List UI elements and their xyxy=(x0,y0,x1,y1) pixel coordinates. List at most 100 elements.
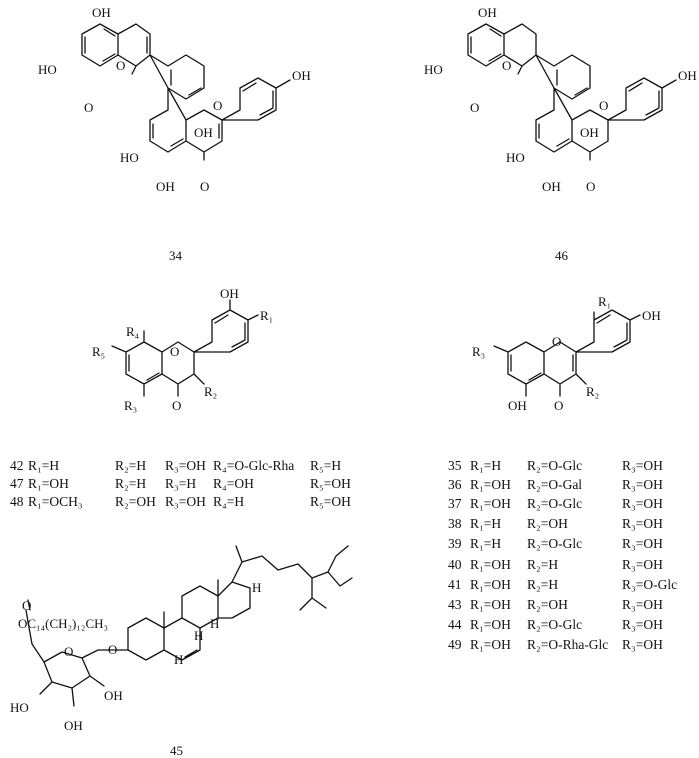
r2-value: R₂=H xyxy=(527,577,558,592)
table-row: 43 R₁=OH R₂=OH R₃=OH xyxy=(448,597,663,612)
r1-value: R₁=OH xyxy=(470,496,511,511)
r3-value: R₃=OH xyxy=(622,557,663,572)
r1-value: R₁=H xyxy=(28,458,59,473)
steroid-ring-b xyxy=(163,617,201,661)
r3-value: R₃=OH xyxy=(622,496,663,511)
row-id: 38 xyxy=(448,516,462,531)
ester-carbonyl xyxy=(25,599,31,623)
r2-value: R₂=O-Glc xyxy=(527,458,582,473)
ring-c-lower-46 xyxy=(571,109,609,161)
r2-value: R₂=O-Glc xyxy=(527,536,582,551)
r2-label: R₂ xyxy=(586,384,599,399)
r1-value: R₁=OH xyxy=(470,557,511,572)
carbonyl-oxygen-label: O xyxy=(554,398,563,413)
table-row: 37 R₁=OH R₂=O-Glc R₃=OH xyxy=(448,496,663,511)
r3-value: R₃=O-Glc xyxy=(622,577,677,592)
r3-value: R₃=OH xyxy=(622,617,663,632)
oh-label: OH xyxy=(478,5,497,20)
table-row: 38 R₁=H R₂=OH R₃=OH xyxy=(448,516,663,531)
r1-value: R₁=H xyxy=(470,536,501,551)
ring-oxygen-label: O xyxy=(170,344,179,359)
r4-label: R₄ xyxy=(126,324,140,339)
carbonyl-oxygen-label: O xyxy=(586,179,595,194)
row-id: 44 xyxy=(448,617,462,632)
table-row: 44 R₁=OH R₂=O-Glc R₃=OH xyxy=(448,617,663,632)
ring-b-upper-46 xyxy=(535,54,591,100)
steroid-ring-d xyxy=(217,581,251,619)
row-id: 48 xyxy=(10,494,24,509)
r2-value: R₂=OH xyxy=(115,494,156,509)
row-id: 39 xyxy=(448,536,462,551)
r2-value: R₂=H xyxy=(115,476,146,491)
r2-value: R₂=H xyxy=(115,458,146,473)
r3-value: R₃=H xyxy=(165,476,196,491)
ring-oxygen-label: O xyxy=(599,98,608,113)
glycosidic-oxygen-label: O xyxy=(108,642,117,657)
ring-a-lower-34 xyxy=(149,87,187,153)
ester-oxygen-label: O xyxy=(22,598,31,613)
carbonyl-oxygen-label: O xyxy=(84,100,93,115)
compound-46-label: 46 xyxy=(555,248,569,263)
angular-methyls xyxy=(163,579,219,629)
oh-label: OH xyxy=(508,398,527,413)
h-label: H xyxy=(252,580,261,595)
r1-label: R₁ xyxy=(598,294,611,309)
ring-c-upper-34 xyxy=(117,23,151,75)
oh-label: OH xyxy=(64,718,83,733)
table-row: 41 R₁=OH R₂=H R₃=O-Glc xyxy=(448,577,677,592)
r3-value: R₃=OH xyxy=(165,458,206,473)
ring-a-upper-34 xyxy=(81,23,119,67)
r2-value: R₂=OH xyxy=(527,597,568,612)
oh-label: OH xyxy=(542,179,561,194)
oh-label: OH xyxy=(292,68,311,83)
r1-value: R₁=OH xyxy=(470,637,511,652)
r3-label: R₃ xyxy=(124,398,137,413)
ester-chain-label: OC₁₄(CH₂)₁₂CH₃ xyxy=(18,616,108,631)
oh-label: OH xyxy=(104,688,123,703)
r2-label: R₂ xyxy=(204,384,217,399)
r1-value: R₁=OH xyxy=(470,617,511,632)
flavonol-table: 35 R₁=H R₂=O-Glc R₃=OH 36 R₁=OH R₂=O-Gal… xyxy=(448,458,677,652)
r3-value: R₃=OH xyxy=(165,494,206,509)
oh-label: OH xyxy=(220,286,239,301)
r5-value: R₅=H xyxy=(310,458,341,473)
row-id: 36 xyxy=(448,477,462,492)
structure-46: OH HO O O OH HO O OH OH O 46 xyxy=(424,5,697,263)
oh-label: OH xyxy=(156,179,175,194)
glucose-ring xyxy=(27,621,129,707)
ho-label: HO xyxy=(38,62,57,77)
ring-b-upper-34 xyxy=(149,54,205,100)
r2-value: R₂=O-Glc xyxy=(527,496,582,511)
ho-label: HO xyxy=(120,150,139,165)
steroid-ring-a xyxy=(127,617,165,661)
row-id: 42 xyxy=(10,458,24,473)
table-row: 42 R₁=H R₂=H R₃=OH R₄=O-Glc-Rha R₅=H xyxy=(10,458,341,473)
h-label: H xyxy=(194,628,203,643)
table-row: 36 R₁=OH R₂=O-Gal R₃=OH xyxy=(448,477,663,492)
r2-value: R₂=O-Rha-Glc xyxy=(527,637,608,652)
row-id: 40 xyxy=(448,557,462,572)
table-row: 47 R₁=OH R₂=H R₃=H R₄=OH R₅=OH xyxy=(10,476,351,491)
table-row: 39 R₁=H R₂=O-Glc R₃=OH xyxy=(448,536,663,551)
r3-value: R₃=OH xyxy=(622,637,663,652)
r3-value: R₃=OH xyxy=(622,597,663,612)
h-label: H xyxy=(174,652,183,667)
r3-value: R₃=OH xyxy=(622,516,663,531)
ho-label: HO xyxy=(10,700,29,715)
compound-45-label: 45 xyxy=(170,743,183,758)
r3-label: R₃ xyxy=(472,344,485,359)
oh-label: OH xyxy=(580,125,599,140)
ring-c-upper-46 xyxy=(503,23,537,75)
r4-value: R₄=H xyxy=(213,494,244,509)
r5-value: R₅=OH xyxy=(310,494,351,509)
ring-c-lower-34 xyxy=(185,109,223,161)
steroid-ring-c xyxy=(181,585,219,629)
r1-label: R₁ xyxy=(260,308,273,323)
table-row: 49 R₁=OH R₂=O-Rha-Glc R₃=OH xyxy=(448,637,663,652)
carbonyl-oxygen-label: O xyxy=(172,398,181,413)
row-id: 47 xyxy=(10,476,24,491)
ring-a-upper-46 xyxy=(467,23,505,67)
compound-34-label: 34 xyxy=(169,248,183,263)
ring-a-lower-46 xyxy=(535,87,573,153)
